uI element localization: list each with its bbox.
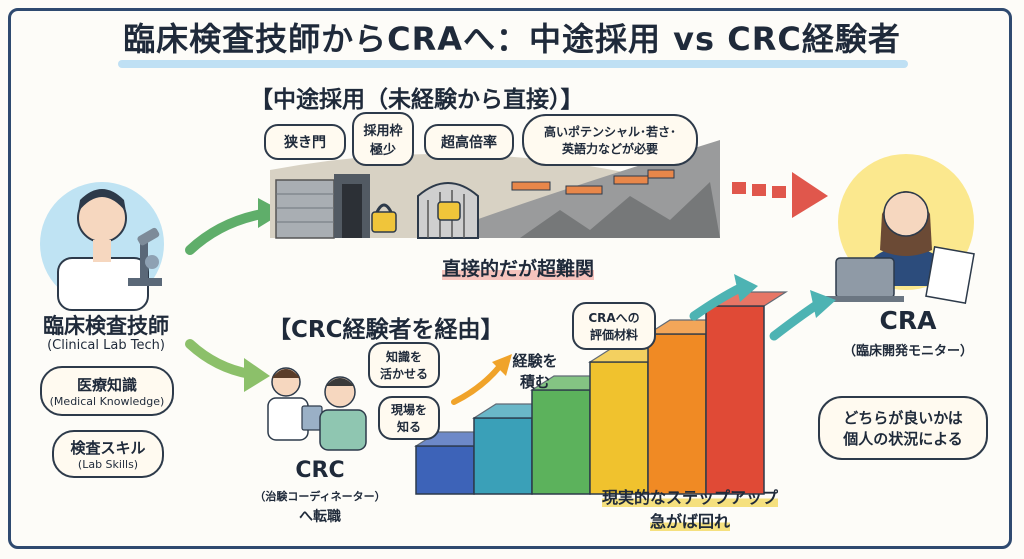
microscope-icon — [128, 227, 162, 286]
crc-caption-line1: 現実的なステップアップ — [601, 488, 778, 507]
skill-lab-skills: 検査スキル (Lab Skills) — [52, 430, 164, 478]
lab-tech-label: 臨床検査技師 — [43, 314, 169, 338]
arrow-to-cra-from-crc — [769, 299, 823, 341]
title-underline — [118, 60, 908, 68]
advice-bubble: どちらが良いかは 個人の状況による — [818, 396, 988, 460]
page-title: 臨床検査技師からCRAへ：中途採用 vs CRC経験者 — [123, 20, 901, 58]
lab-tech-avatar — [40, 182, 164, 311]
cra-avatar — [826, 154, 975, 304]
arrow-to-experience — [451, 363, 503, 405]
bubble-know-field: 現場を 知る — [378, 396, 440, 440]
cra-label: CRA — [879, 306, 937, 335]
crc-caption-line2: 急がば回れ — [649, 512, 730, 531]
crc-route-heading: 【CRC経験者を経由】 — [268, 317, 504, 343]
arrow-to-direct-route — [185, 209, 267, 255]
stair-step-6 — [705, 305, 765, 495]
stair-step-1 — [415, 445, 475, 495]
stair-step-4 — [589, 361, 649, 495]
stair-step-5 — [647, 333, 707, 495]
arrow-to-crc-route — [185, 339, 255, 379]
bubble-evaluation: CRAへの 評価材料 — [572, 302, 656, 350]
gain-experience-label: 経験を 積む — [512, 352, 558, 391]
bubble-narrow-gate: 狭き門 — [264, 124, 346, 160]
crc-people — [267, 367, 367, 451]
skill-medical-knowledge-en: (Medical Knowledge) — [49, 395, 165, 408]
bubble-high-competition: 超高倍率 — [424, 124, 514, 160]
skill-lab-skills-en: (Lab Skills) — [77, 458, 139, 471]
skill-medical-knowledge-label: 医療知識 — [76, 376, 137, 394]
crc-subtitle: （治験コーディネーター） — [254, 490, 386, 503]
skill-medical-knowledge: 医療知識 (Medical Knowledge) — [40, 366, 174, 416]
stair-step-2 — [473, 417, 533, 495]
skill-lab-skills-label: 検査スキル — [70, 439, 146, 457]
direct-route-heading: 【中途採用（未経験から直接）】 — [250, 87, 584, 113]
arrow-direct-to-cra — [732, 172, 828, 218]
frame-border — [8, 8, 1012, 549]
bubble-use-knowledge: 知識を 活かせる — [368, 342, 440, 388]
stair-step-3 — [531, 389, 591, 495]
arrow-steps-up — [689, 283, 745, 321]
crc-transfer: へ転職 — [299, 509, 341, 525]
road-barriers — [511, 169, 675, 195]
bubble-few-openings: 採用枠 極少 — [352, 112, 414, 166]
bubble-requirements: 高いポテンシャル･若さ･ 英語力などが必要 — [522, 114, 698, 166]
lab-tech-label-en: (Clinical Lab Tech) — [47, 338, 165, 353]
cra-subtitle: （臨床開発モニター） — [842, 344, 973, 359]
crc-label: CRC — [295, 458, 345, 483]
staircase — [413, 291, 789, 495]
direct-route-caption: 直接的だが超難関 — [441, 258, 594, 280]
